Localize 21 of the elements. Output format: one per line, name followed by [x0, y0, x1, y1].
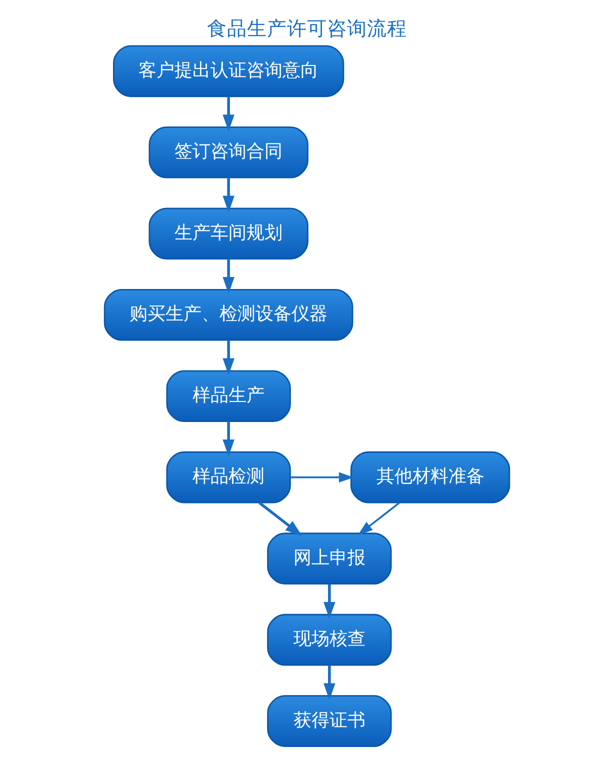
node-box: 签订咨询合同: [148, 126, 308, 178]
node-box: 现场核查: [266, 614, 392, 666]
arrow: [323, 584, 335, 619]
node-box: 获得证书: [266, 695, 392, 747]
diagram-title: 食品生产许可咨询流程: [206, 17, 406, 40]
arrow: [258, 502, 302, 536]
node-box: 客户提出认证咨询意向: [112, 45, 344, 98]
node-box: 其他材料准备: [350, 451, 510, 504]
arrow: [222, 178, 234, 213]
node-box: 样品生产: [166, 370, 290, 422]
arrow: [323, 665, 335, 700]
node-box: 样品检测: [166, 451, 290, 504]
arrow: [357, 502, 400, 536]
node-box: 生产车间规划: [148, 208, 308, 260]
arrow: [290, 472, 354, 483]
arrow: [222, 421, 234, 456]
node-box: 购买生产、检测设备仪器: [103, 288, 353, 341]
arrow: [222, 340, 234, 376]
arrow: [222, 96, 234, 132]
arrow: [222, 259, 234, 294]
node-box: 网上申报: [266, 532, 392, 584]
